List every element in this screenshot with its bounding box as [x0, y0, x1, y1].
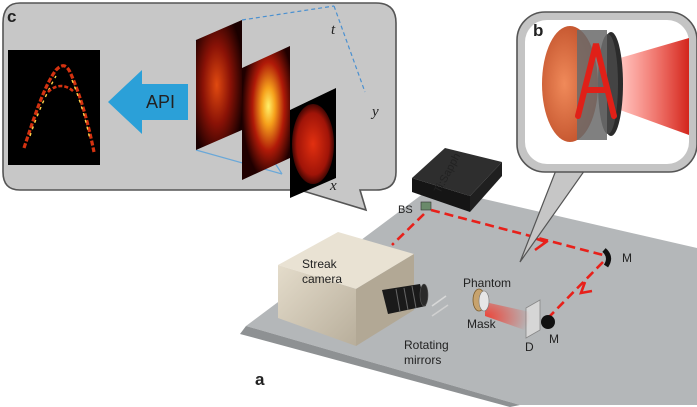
camera-label-line2: camera — [302, 272, 342, 286]
rotating-label-line2: mirrors — [404, 353, 441, 367]
panel-b-callout — [516, 11, 697, 263]
axis-t-label: t — [331, 22, 336, 38]
rotating-mirrors — [431, 295, 449, 317]
axis-y-label: y — [370, 104, 379, 120]
panel-letter-c: c — [7, 7, 16, 26]
api-label: API — [146, 92, 175, 112]
diffuser-label: D — [525, 340, 534, 354]
panel-letter-a: a — [255, 370, 265, 389]
phantom-label: Phantom — [463, 276, 511, 290]
mirror-label-1: M — [622, 251, 632, 265]
beam-splitter — [420, 201, 432, 211]
api-arrow — [108, 70, 188, 134]
frame-3 — [290, 88, 336, 198]
rotating-label-line1: Rotating — [404, 338, 449, 352]
mirror-right — [602, 248, 612, 268]
bs-label: BS — [398, 204, 413, 216]
camera-label-line1: Streak — [302, 257, 338, 271]
frame-1 — [196, 20, 242, 150]
mask-label: Mask — [467, 317, 497, 331]
mirror-label-2: M — [549, 332, 559, 346]
beam-path — [391, 208, 604, 319]
light-cone — [485, 302, 530, 332]
panel-letter-b: b — [533, 21, 543, 40]
mirror-bottom — [541, 315, 555, 329]
frame-2 — [242, 46, 290, 180]
beam-arrowheads — [533, 236, 593, 295]
optical-table — [240, 187, 697, 407]
streak-camera — [278, 232, 429, 346]
laser-box: Ti:Sapph — [412, 148, 502, 212]
phantom — [472, 288, 490, 312]
axis-x-label: x — [329, 178, 337, 194]
reconstructed-image — [8, 50, 100, 165]
